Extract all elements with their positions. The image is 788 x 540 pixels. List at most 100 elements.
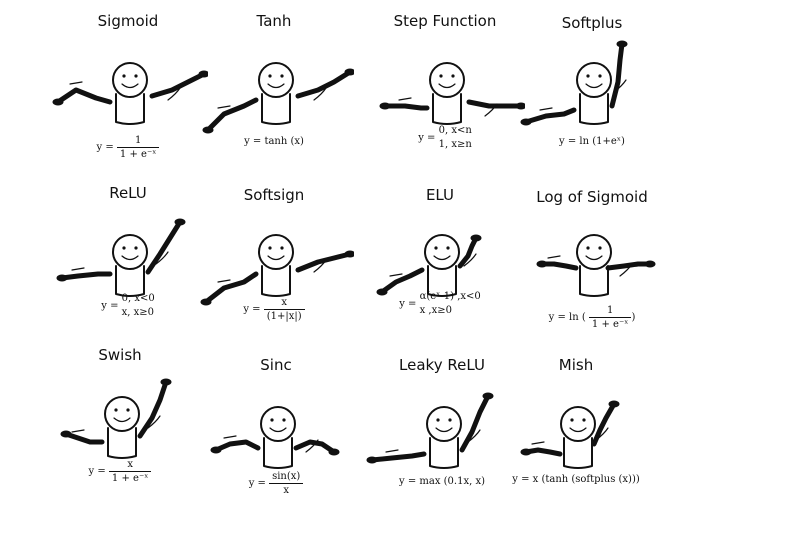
motion-arrow-icon <box>313 87 327 101</box>
panel-title: ReLU <box>109 184 147 202</box>
figure-left-hand <box>536 260 548 268</box>
figure-eye <box>598 74 602 78</box>
figure-head <box>104 396 140 432</box>
stick-figure <box>200 234 354 306</box>
figure-right-hand <box>160 378 172 386</box>
figure-left-arm <box>379 267 425 295</box>
figure-right-arm <box>137 379 169 439</box>
stick-figure <box>536 234 656 297</box>
figure-left-hand <box>366 456 378 464</box>
formula-numerator: sin(x) <box>269 470 304 484</box>
figure-eye <box>446 246 450 250</box>
formula-fraction: sin(x)x <box>269 470 304 497</box>
motion-arrow-icon <box>531 441 545 445</box>
figure-eye <box>134 74 138 78</box>
figure-left-arm <box>382 103 430 111</box>
formula-lhs: y = <box>88 466 106 477</box>
motion-arrow-icon <box>147 415 161 429</box>
figure-left-arm <box>523 447 563 457</box>
formula-numerator: x <box>263 296 305 310</box>
figure-right-arm <box>459 393 491 453</box>
figure-smile <box>121 255 139 261</box>
figure-head <box>429 62 465 98</box>
figure-smile <box>267 255 285 261</box>
figure-smile <box>585 83 603 89</box>
figure-smile <box>569 427 587 433</box>
figure-left-arm <box>539 261 579 271</box>
panel-title: Step Function <box>393 12 497 30</box>
motion-arrow-icon <box>595 427 609 441</box>
figure-smile <box>121 83 139 89</box>
formula-case: x ,x≥0 <box>419 305 452 316</box>
motion-arrow-icon <box>223 435 237 439</box>
panel-title: Tanh <box>256 12 292 30</box>
figure-smile <box>585 255 603 261</box>
motion-arrow-icon <box>484 103 498 117</box>
figure-eye <box>134 246 138 250</box>
figure-smile <box>438 83 456 89</box>
figure-left-arm <box>55 87 113 105</box>
formula-fraction: x(1+|x|) <box>263 296 305 323</box>
figure-head <box>260 406 296 442</box>
motion-arrow-icon <box>547 255 561 259</box>
figure-right-hand <box>608 400 620 408</box>
figure-left-hand <box>52 98 64 106</box>
figure-left-arm <box>203 271 259 305</box>
formula: y = tanh (x) <box>194 136 354 147</box>
figure-head <box>112 62 148 98</box>
formula-lhs: y = <box>248 478 266 489</box>
figure-body <box>115 93 145 125</box>
motion-arrow-icon <box>385 449 399 453</box>
formula: y = ln (1+eˣ) <box>512 136 672 147</box>
figure-eye <box>586 74 590 78</box>
figure-right-arm <box>466 99 524 109</box>
motion-arrow-icon <box>467 429 481 443</box>
figure-eye <box>282 418 286 422</box>
figure-left-arm <box>369 451 427 463</box>
figure-right-hand <box>644 260 656 268</box>
stick-figure <box>210 406 340 469</box>
formula-denominator: x <box>283 485 290 496</box>
figure-left-hand <box>210 446 222 454</box>
figure-left-arm <box>523 107 577 125</box>
formula-lhs: y = <box>101 300 119 312</box>
figure-eye <box>270 418 274 422</box>
motion-arrow-icon <box>305 439 319 453</box>
panel-title: Swish <box>98 346 142 364</box>
formula-denominator: (1+|x|) <box>266 311 302 322</box>
figure-left-hand <box>200 298 212 306</box>
motion-arrow-icon <box>167 87 181 101</box>
stick-figure <box>376 234 482 297</box>
formula: y = x(1+|x|) <box>194 296 354 323</box>
motion-arrow-icon <box>463 253 477 267</box>
formula-case: 0, x<n <box>438 125 472 136</box>
panel-title: Mish <box>558 356 594 374</box>
motion-arrow-icon <box>389 273 403 277</box>
panel-title: Softplus <box>561 14 623 32</box>
formula-case: 1, x≥n <box>438 139 472 150</box>
figure-right-arm <box>149 71 207 99</box>
figure-left-arm <box>213 439 261 453</box>
figure-eye <box>122 74 126 78</box>
figure-eye <box>439 74 443 78</box>
figure-left-arm <box>205 97 259 133</box>
motion-arrow-icon <box>398 97 412 101</box>
figure-head <box>576 234 612 270</box>
figure-body <box>579 93 609 125</box>
figure-body <box>427 265 457 297</box>
formula-denominator: 1 + e⁻ˣ <box>591 319 629 330</box>
motion-arrow-icon <box>217 279 231 283</box>
figure-right-hand <box>344 250 354 258</box>
motion-arrow-icon <box>217 105 231 109</box>
panel-softplus: Softplus y = ln (1+eˣ) <box>512 12 672 187</box>
figure-right-hand <box>198 70 208 78</box>
